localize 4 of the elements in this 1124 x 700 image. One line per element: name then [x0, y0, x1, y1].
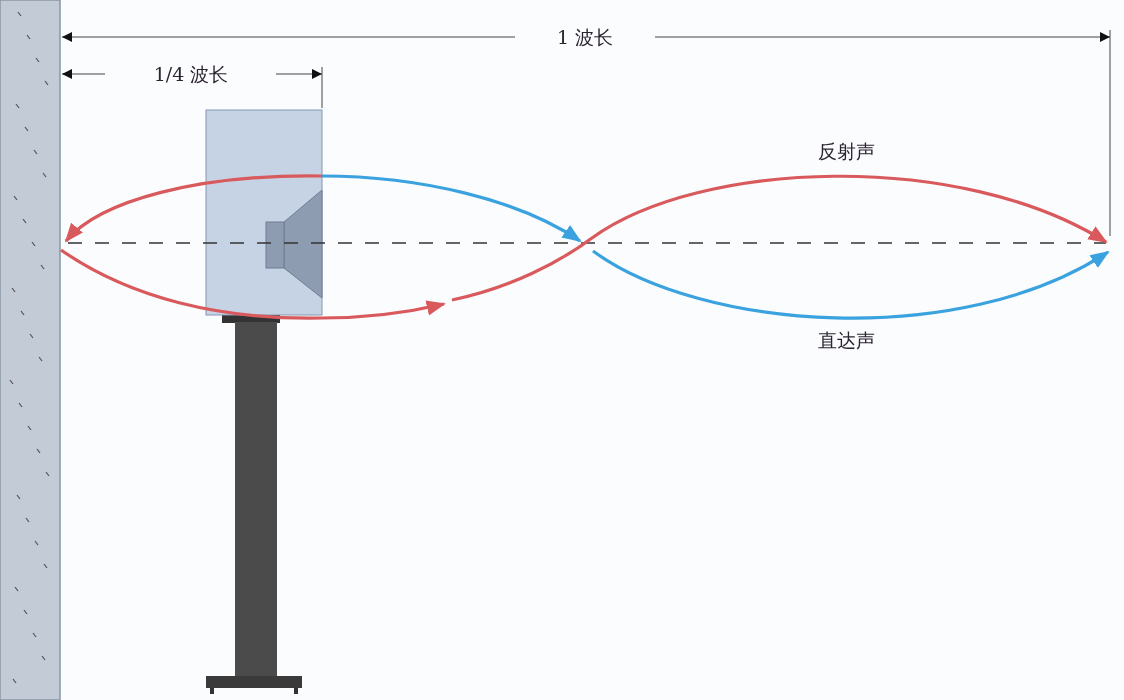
- wave-label: 直达声: [817, 328, 875, 353]
- dimension-label: 1/4 波长: [153, 62, 229, 87]
- dimension-label: 1 波长: [556, 25, 614, 50]
- wave-label: 反射声: [817, 139, 875, 164]
